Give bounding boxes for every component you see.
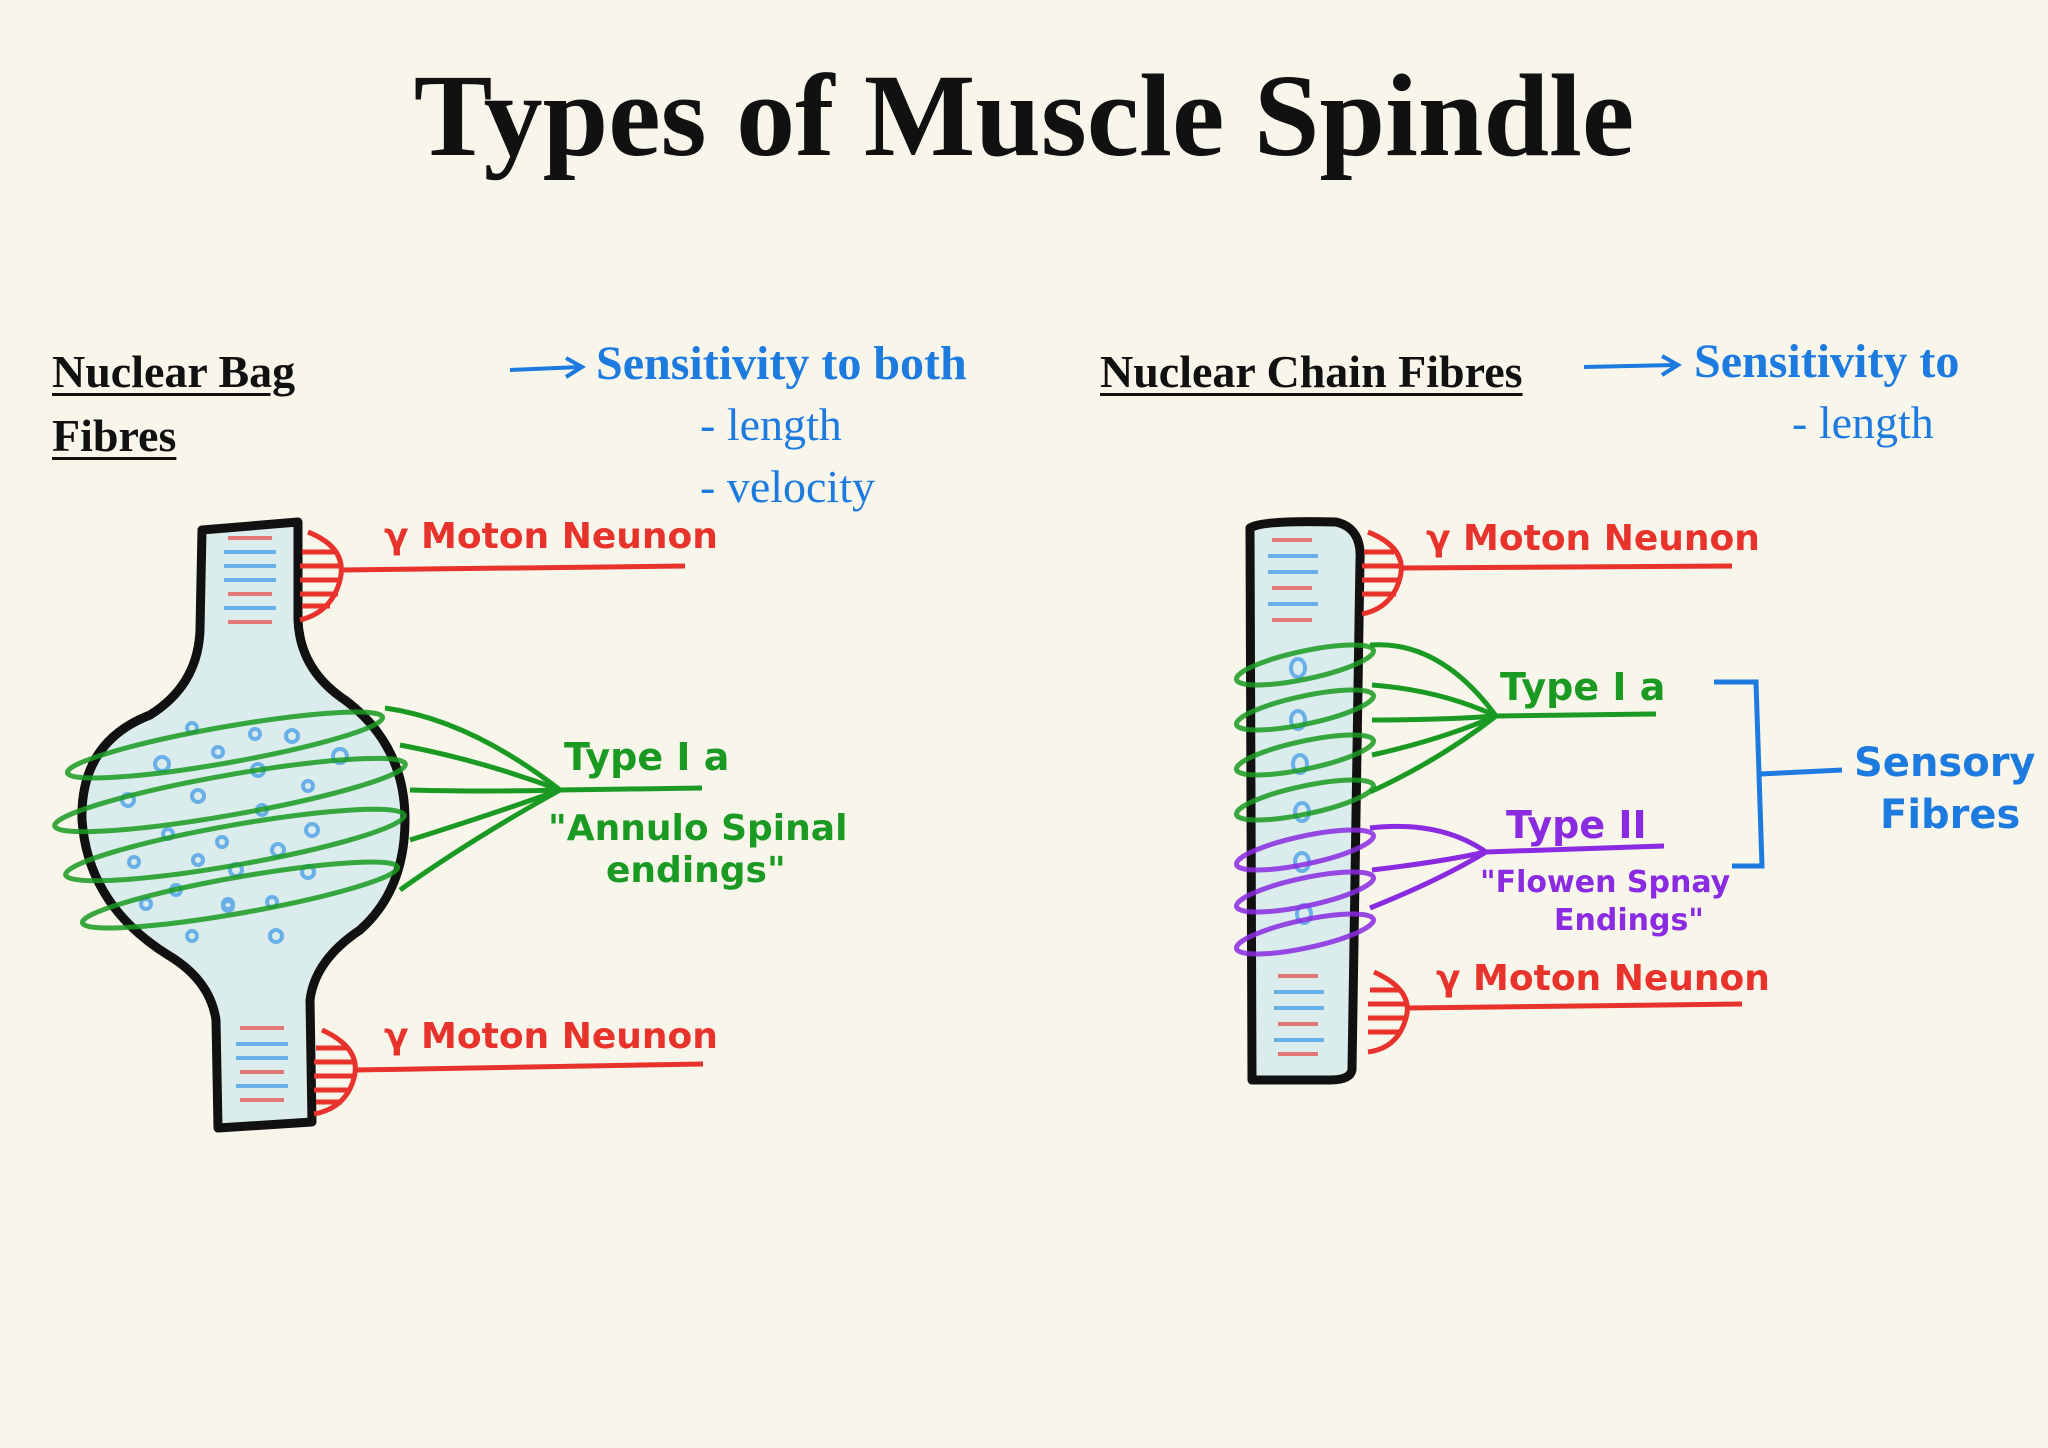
- nuclear-chain-type-ii-coils: [1233, 827, 1377, 957]
- sensory-fibres-bracket: [1714, 679, 1843, 869]
- nuclear-chain-type-ii-nerve: [1369, 823, 1665, 911]
- flower-spray-label-line2: Endings": [1554, 903, 1704, 938]
- nuclear-chain-bottom-striations: [1274, 974, 1324, 1056]
- sensory-fibres-label-line1: Sensory: [1854, 740, 2036, 786]
- nuclear-bag-sensitivity-title: Sensitivity to both: [596, 337, 967, 390]
- nuclear-bag-type-ia-label: Type I a: [564, 735, 729, 779]
- nuclear-bag-heading-line2: Fibres: [52, 410, 177, 461]
- nuclear-chain-type-ia-nerve: [1368, 642, 1657, 795]
- nuclear-chain-type-ii-label: Type II: [1506, 803, 1647, 847]
- sensory-fibres-label-line2: Fibres: [1880, 792, 2020, 838]
- nuclear-bag-heading-line1: Nuclear Bag: [52, 346, 296, 397]
- annulo-spiral-label-line1: "Annulo Spinal: [548, 808, 847, 849]
- nuclear-chain-sensitivity-title: Sensitivity to: [1694, 335, 1960, 388]
- nuclear-chain-top-motor-neuron: [1361, 529, 1733, 617]
- nuclear-bag-fibre: [52, 517, 704, 1133]
- page-title: Types of Muscle Spindle: [413, 50, 1635, 181]
- nuclear-bag-top-striations: [224, 536, 276, 624]
- nuclear-bag-top-motor-neuron: [299, 529, 686, 623]
- nuclear-bag-bottom-motor-neuron: [313, 1027, 704, 1117]
- nuclear-bag-sensitivity-length: - length: [700, 399, 842, 450]
- nuclear-bag-bottom-neuron-label: γ Moton Neunon: [384, 1016, 718, 1057]
- nuclear-bag-sensitivity-velocity: - velocity: [700, 461, 875, 512]
- nuclear-bag-heading: Nuclear Bag Fibres: [52, 340, 295, 468]
- nuclear-bag-bottom-striations: [236, 1026, 288, 1102]
- annulo-spiral-coils: [52, 709, 408, 931]
- nuclear-chain-top-striations: [1268, 538, 1318, 622]
- nuclear-bag-nuclei: [120, 721, 349, 944]
- nuclear-bag-top-neuron-label: γ Moton Neunon: [384, 516, 718, 557]
- nuclear-chain-type-ia-coils: [1233, 642, 1377, 823]
- nuclear-chain-bottom-motor-neuron: [1367, 969, 1743, 1055]
- nuclear-chain-bottom-neuron-label: γ Moton Neunon: [1436, 958, 1770, 999]
- nuclear-chain-heading: Nuclear Chain Fibres: [1100, 346, 1523, 397]
- nuclear-chain-top-neuron-label: γ Moton Neunon: [1426, 518, 1760, 559]
- nuclear-bag-type-ia-nerve: [384, 705, 703, 893]
- annulo-spiral-label-line2: endings": [606, 850, 786, 891]
- flower-spray-label-line1: "Flowen Spnay: [1480, 865, 1731, 900]
- right-sensitivity-arrow: [1583, 354, 1682, 377]
- nuclear-chain-fibre: [1233, 517, 1843, 1085]
- left-sensitivity-arrow: [509, 356, 586, 379]
- nuclear-chain-type-ia-label: Type I a: [1500, 665, 1665, 709]
- nuclear-chain-sensitivity-length: - length: [1792, 397, 1934, 448]
